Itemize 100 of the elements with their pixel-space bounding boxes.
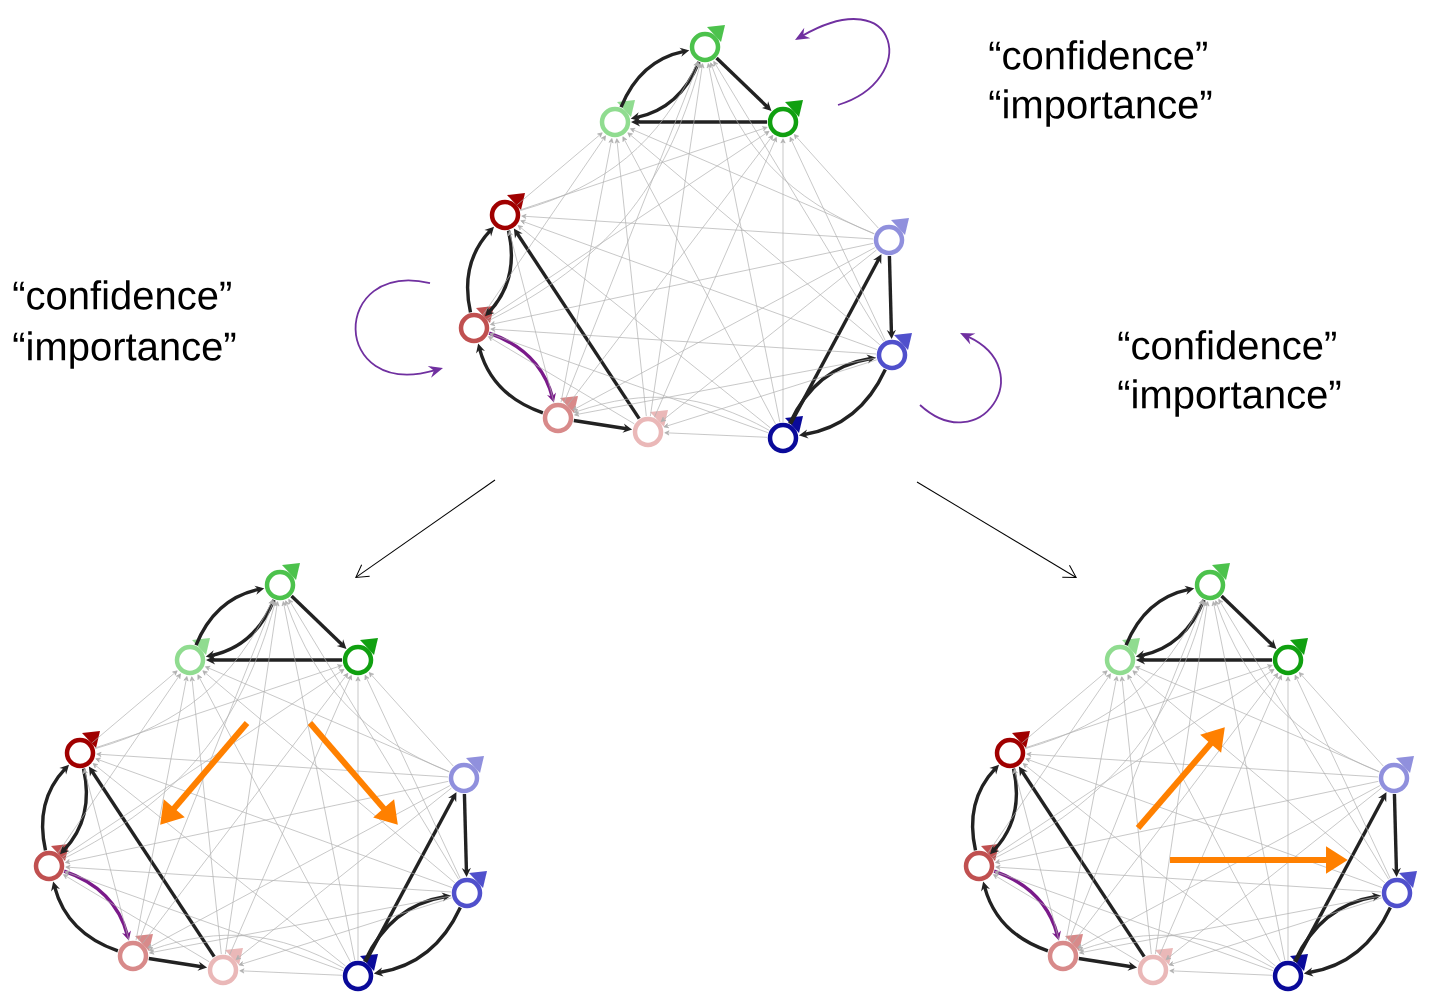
arrow (654, 137, 777, 418)
cycle-icon (207, 948, 243, 986)
arrow (229, 675, 352, 956)
arrow (1168, 897, 1383, 967)
cycle-icon (542, 396, 578, 434)
arrow (95, 599, 274, 749)
arrow (96, 751, 449, 778)
cycle-icon (174, 638, 210, 676)
arrow (572, 247, 876, 411)
arrow (1285, 676, 1291, 961)
cycle-icon (451, 871, 487, 909)
arrow (1155, 601, 1210, 955)
arrow (995, 864, 1382, 893)
cycle-icon (264, 563, 300, 601)
arrow (189, 676, 222, 955)
annotation-text: “importance” (1118, 379, 1341, 417)
arrow (62, 600, 277, 860)
arrow (65, 864, 452, 893)
arrow (574, 357, 877, 417)
arrow (1079, 895, 1382, 955)
arrow (516, 132, 603, 206)
arrow (202, 670, 456, 884)
arrow (630, 128, 875, 235)
arrow (650, 63, 705, 417)
annotation-text: “confidence” (13, 280, 231, 310)
arrow (205, 666, 450, 773)
cycle-icon (1381, 871, 1417, 909)
arrow (793, 134, 879, 229)
arrow (1135, 666, 1380, 773)
arrow (92, 763, 346, 967)
arrow (995, 781, 1379, 865)
arrow (520, 61, 699, 211)
arrow (486, 130, 770, 320)
arrow (63, 874, 210, 963)
arrow (660, 249, 877, 422)
arrow (1025, 757, 1383, 888)
cycle-icon (1378, 756, 1414, 794)
arrow (142, 673, 349, 944)
arrow (1026, 751, 1379, 778)
arrow (622, 136, 776, 425)
annotation-text: “confidence” (1118, 330, 1336, 360)
arrow (1025, 599, 1204, 749)
arrow (1077, 785, 1381, 949)
arrow (560, 138, 614, 403)
arrow (1119, 676, 1152, 955)
arrow (1065, 676, 1119, 941)
arrow (147, 785, 451, 949)
cycle-icon (1104, 638, 1140, 676)
arrow (148, 934, 345, 969)
arrow (520, 219, 878, 350)
arrow (1132, 670, 1386, 884)
annotation-text: “confidence” (989, 40, 1207, 70)
arrow (1294, 792, 1387, 963)
arrow (482, 135, 606, 316)
arrow (713, 61, 885, 342)
arrow (1127, 674, 1281, 963)
arrow (1068, 600, 1205, 942)
cycle-icon (342, 638, 378, 676)
arrow (225, 601, 280, 955)
arrow (1294, 674, 1391, 879)
arrow (288, 599, 460, 880)
arrow (519, 126, 768, 211)
arrow (490, 243, 874, 327)
arrow (1165, 787, 1382, 960)
arrow (82, 768, 130, 941)
cycle-icon (689, 25, 725, 63)
arrow (507, 230, 555, 403)
arrow (1169, 968, 1273, 976)
arrow (355, 676, 361, 961)
arrow (487, 62, 702, 322)
arrow (64, 870, 344, 971)
cycle-icon (1047, 934, 1083, 972)
arrow (1298, 672, 1384, 767)
arrow (627, 132, 881, 346)
arrow (789, 136, 886, 341)
arrow (149, 895, 452, 955)
cycle-icon (632, 410, 668, 448)
cycle-icon (448, 756, 484, 794)
cycle-icon (64, 731, 100, 769)
cycle-icon (876, 333, 912, 371)
arrow (1211, 601, 1286, 961)
arrow (664, 430, 768, 438)
arrow (95, 757, 453, 888)
arrow (57, 673, 181, 854)
arrow (517, 225, 771, 429)
arrow (364, 792, 457, 963)
arrow (364, 674, 461, 879)
arrow (135, 676, 189, 941)
arrow (706, 63, 781, 423)
arrow (567, 135, 774, 406)
arrow (368, 672, 454, 767)
annotation-text: “importance” (989, 89, 1212, 127)
arrow (1072, 673, 1279, 944)
arrow (1159, 675, 1282, 956)
arrow (1012, 768, 1060, 941)
arrow (991, 668, 1275, 858)
arrow (780, 138, 786, 423)
arrow (1022, 763, 1276, 967)
arrow (489, 332, 769, 433)
cycle-icon (489, 193, 525, 231)
